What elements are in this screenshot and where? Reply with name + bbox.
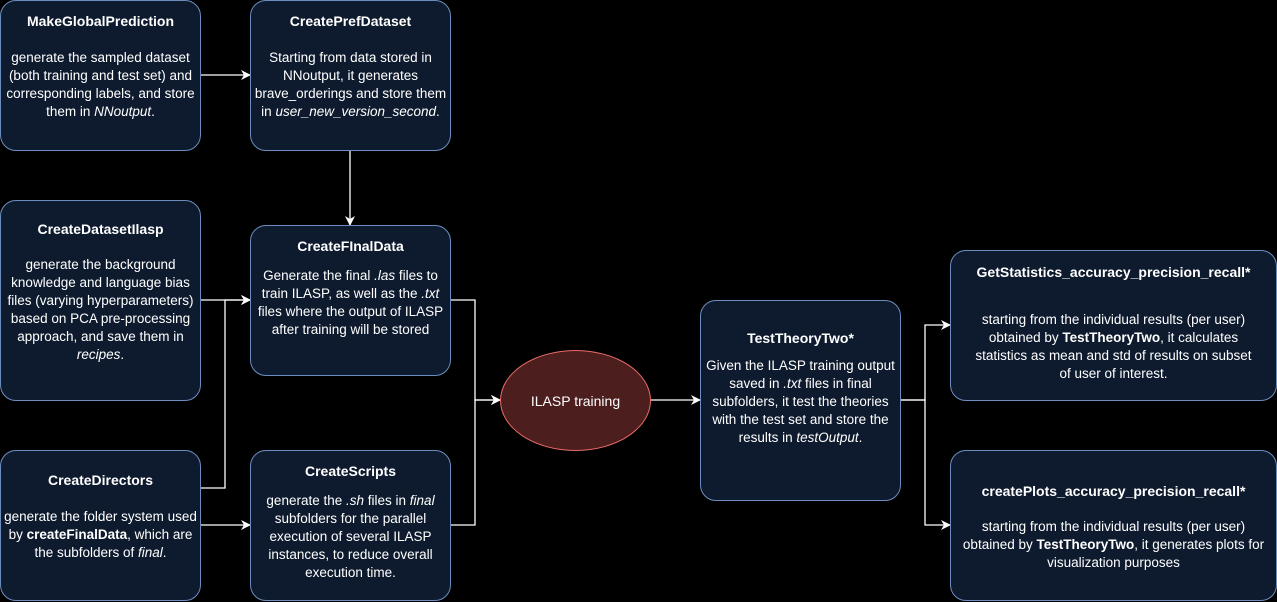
node-title: CreateDatasetIlasp [37,221,164,237]
edge-createscripts-to-ilasp [450,395,501,526]
node-test-theory-two[interactable]: TestTheoryTwo* Given the ILASP training … [700,300,901,501]
node-description: Given the ILASP training output saved in… [706,358,895,445]
edge-testtheory-to-createplots [900,399,951,530]
node-ilasp-training[interactable]: ILASP training [500,350,651,451]
node-title: createPlots_accuracy_precision_recall* [981,483,1246,499]
node-description: starting from the individual results (pe… [962,519,1265,570]
node-title: CreatePrefDataset [289,13,412,29]
node-description: generate the sampled dataset (both train… [6,50,195,119]
node-title: CreateScripts [304,463,397,479]
node-create-pref-dataset[interactable]: CreatePrefDataset Starting from data sto… [250,0,451,151]
node-description: Generate the final .las files to train I… [257,268,444,337]
node-create-dataset-ilasp[interactable]: CreateDatasetIlasp generate the backgrou… [0,200,201,401]
node-create-plots[interactable]: createPlots_accuracy_precision_recall* s… [950,450,1277,601]
node-create-directors[interactable]: CreateDirectors generate the folder syst… [0,450,201,601]
node-description: generate the .sh files in final subfolde… [266,493,435,580]
node-create-scripts[interactable]: CreateScripts generate the .sh files in … [250,450,451,601]
node-create-final-data[interactable]: CreateFInalData Generate the final .las … [250,225,451,376]
node-get-statistics[interactable]: GetStatistics_accuracy_precision_recall*… [950,250,1277,401]
node-title: GetStatistics_accuracy_precision_recall* [976,264,1251,280]
node-label: ILASP training [530,392,621,409]
edge-testtheory-to-getstatistics [900,320,951,401]
node-title: CreateDirectors [47,472,154,488]
node-title: TestTheoryTwo* [747,330,854,346]
node-description: starting from the individual results (pe… [975,312,1252,381]
node-description: Starting from data stored in NNoutput, i… [254,50,447,119]
node-make-global-prediction[interactable]: MakeGlobalPrediction generate the sample… [0,0,201,151]
node-title: CreateFInalData [297,238,404,254]
node-title: MakeGlobalPrediction [26,13,175,29]
edge-createfinal-to-ilasp [450,299,501,405]
node-description: generate the folder system used by creat… [4,509,197,560]
edge-createdirectors-to-createfinal [200,295,251,489]
node-description: generate the background knowledge and la… [7,257,194,362]
